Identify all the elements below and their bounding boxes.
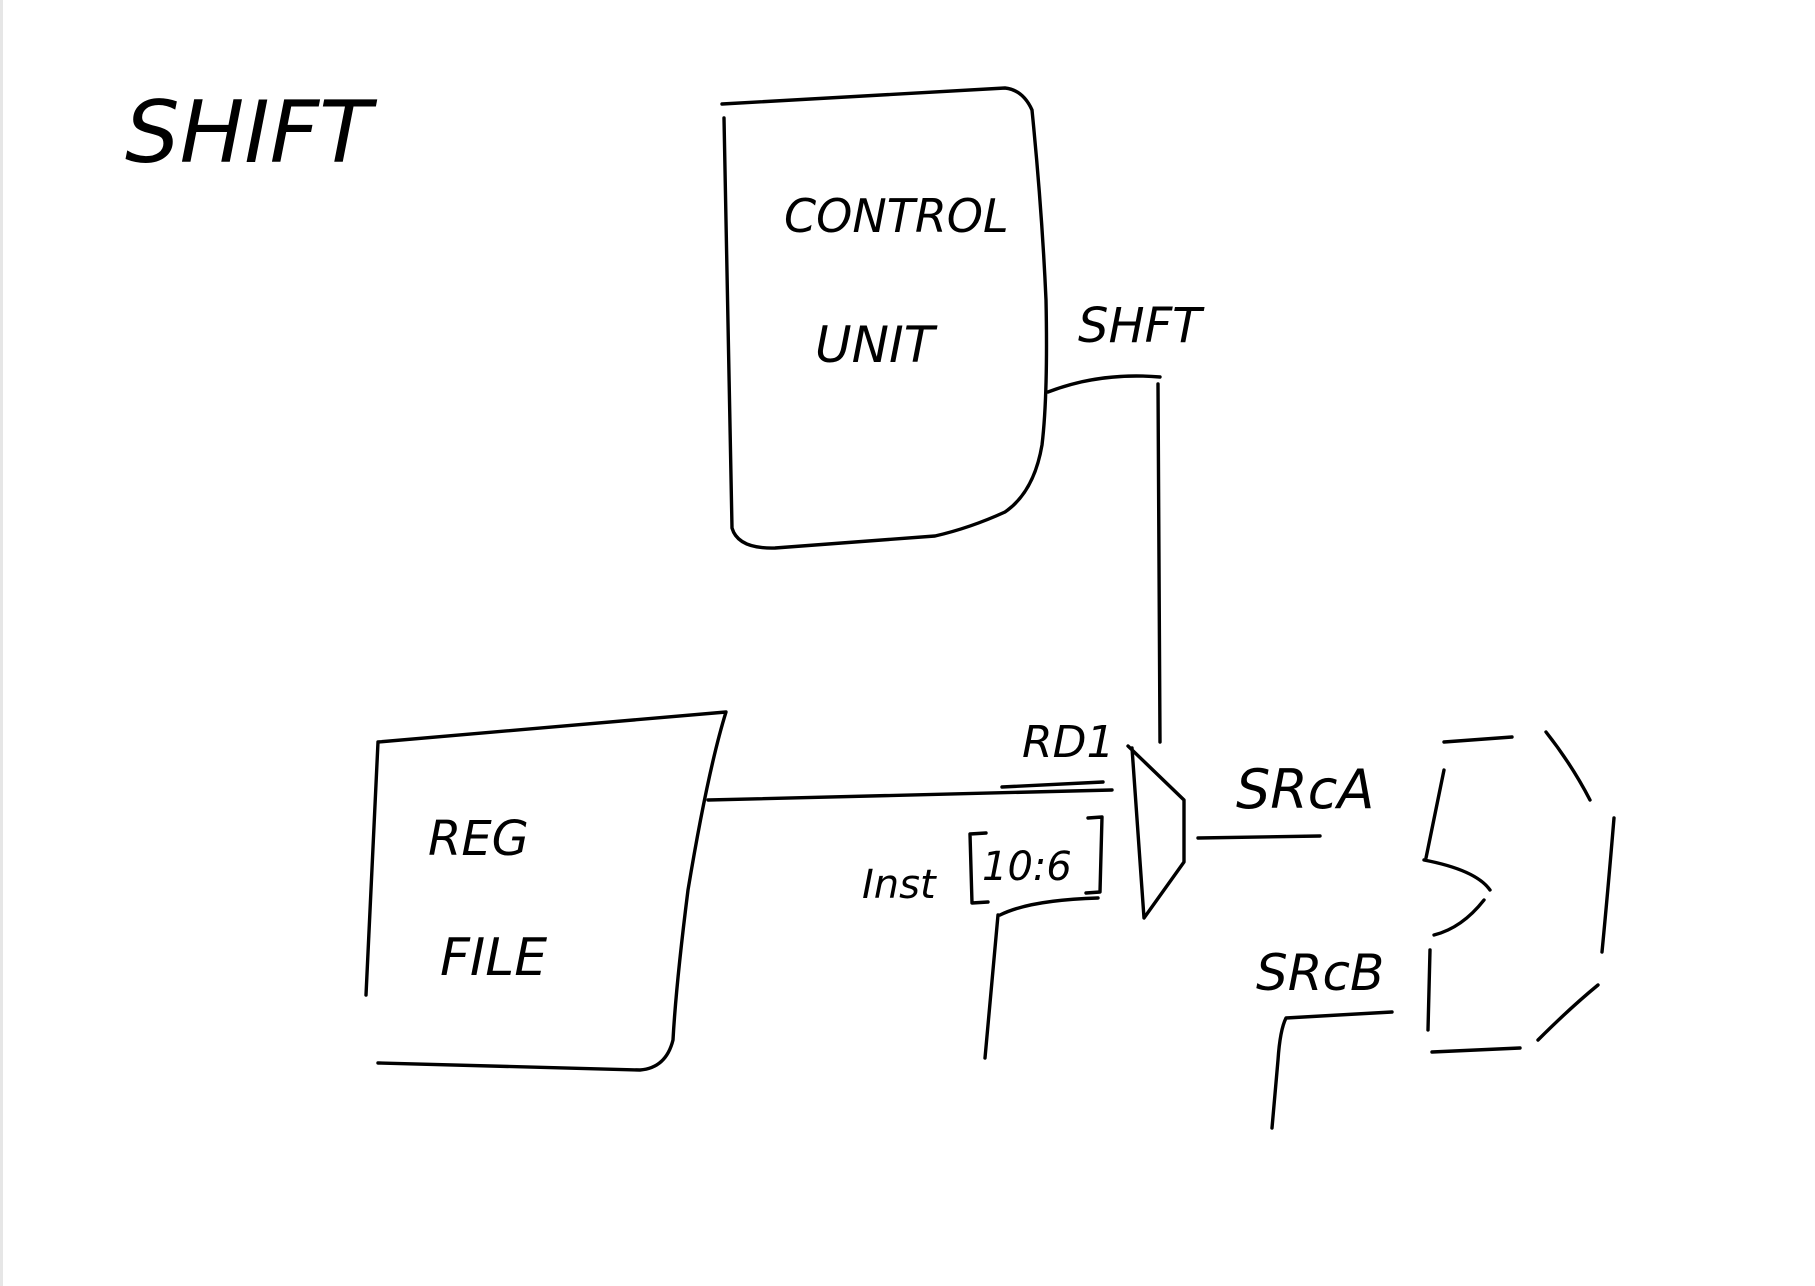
inst-bits-bracket-left — [968, 831, 990, 905]
srcb-wire — [1270, 1010, 1394, 1130]
alu-block — [1422, 730, 1616, 1054]
inst-bits-bracket-right — [1084, 815, 1104, 895]
rd1-wire — [706, 788, 1114, 802]
inst-bits-wire — [983, 896, 1100, 1060]
srca-wire — [1196, 834, 1322, 840]
control-unit-block — [720, 86, 1049, 550]
inst-label: Inst — [862, 862, 937, 908]
register-file-label-line1: REG — [428, 811, 529, 867]
rd1-label: RD1 — [1022, 717, 1114, 768]
rd1-underline — [1000, 780, 1105, 789]
srca-multiplexer — [1126, 744, 1186, 920]
page-left-edge — [0, 0, 3, 1286]
srca-label: SRcA — [1236, 758, 1374, 821]
register-file-label-line2: FILE — [440, 928, 547, 988]
register-file-block — [364, 710, 728, 1072]
control-unit-label-line2: UNIT — [815, 316, 938, 374]
shift-signal-label: SHFT — [1078, 298, 1205, 354]
control-unit-label-line1: CONTROL — [784, 189, 1009, 243]
page-title: SHIFT — [125, 83, 378, 183]
shift-signal-wire — [1046, 374, 1162, 744]
srcb-label: SRcB — [1256, 944, 1384, 1002]
inst-bits-label: 10:6 — [982, 844, 1072, 890]
